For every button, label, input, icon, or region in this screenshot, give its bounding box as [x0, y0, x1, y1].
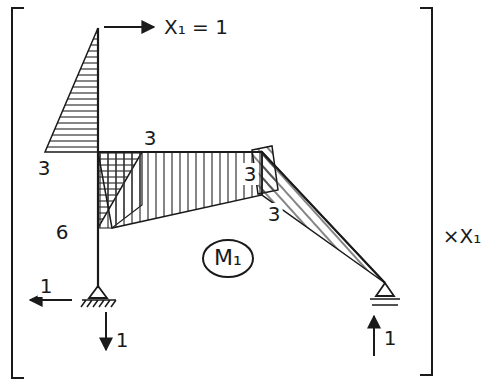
value-label: 3 — [36, 157, 53, 179]
value-label: 1 — [382, 327, 399, 349]
value-label: 3 — [142, 127, 159, 149]
roller-base — [370, 299, 400, 305]
bracket — [12, 8, 24, 378]
force-label: ×X₁ — [441, 225, 483, 247]
circle-outline — [203, 240, 253, 277]
value-label: 3 — [242, 163, 259, 185]
moment-area — [45, 28, 98, 152]
value-label: 1 — [38, 275, 55, 297]
force-label: X₁ = 1 — [162, 16, 230, 38]
frame-member — [98, 28, 385, 288]
pin-support — [89, 286, 107, 298]
ground-hatch — [81, 300, 116, 307]
load-arrow — [104, 26, 154, 28]
roller-support — [376, 283, 394, 296]
bracket — [420, 8, 432, 375]
diagram-name: M₁ — [214, 246, 242, 270]
value-label: 3 — [266, 203, 283, 225]
value-label: 6 — [54, 221, 71, 243]
reaction-arrow — [105, 312, 107, 350]
value-label: 1 — [114, 329, 131, 351]
reaction-arrow — [373, 316, 375, 356]
moment-area — [98, 152, 262, 228]
reaction-arrow — [30, 299, 72, 301]
diagram-name-circle: M₁ — [201, 238, 255, 279]
